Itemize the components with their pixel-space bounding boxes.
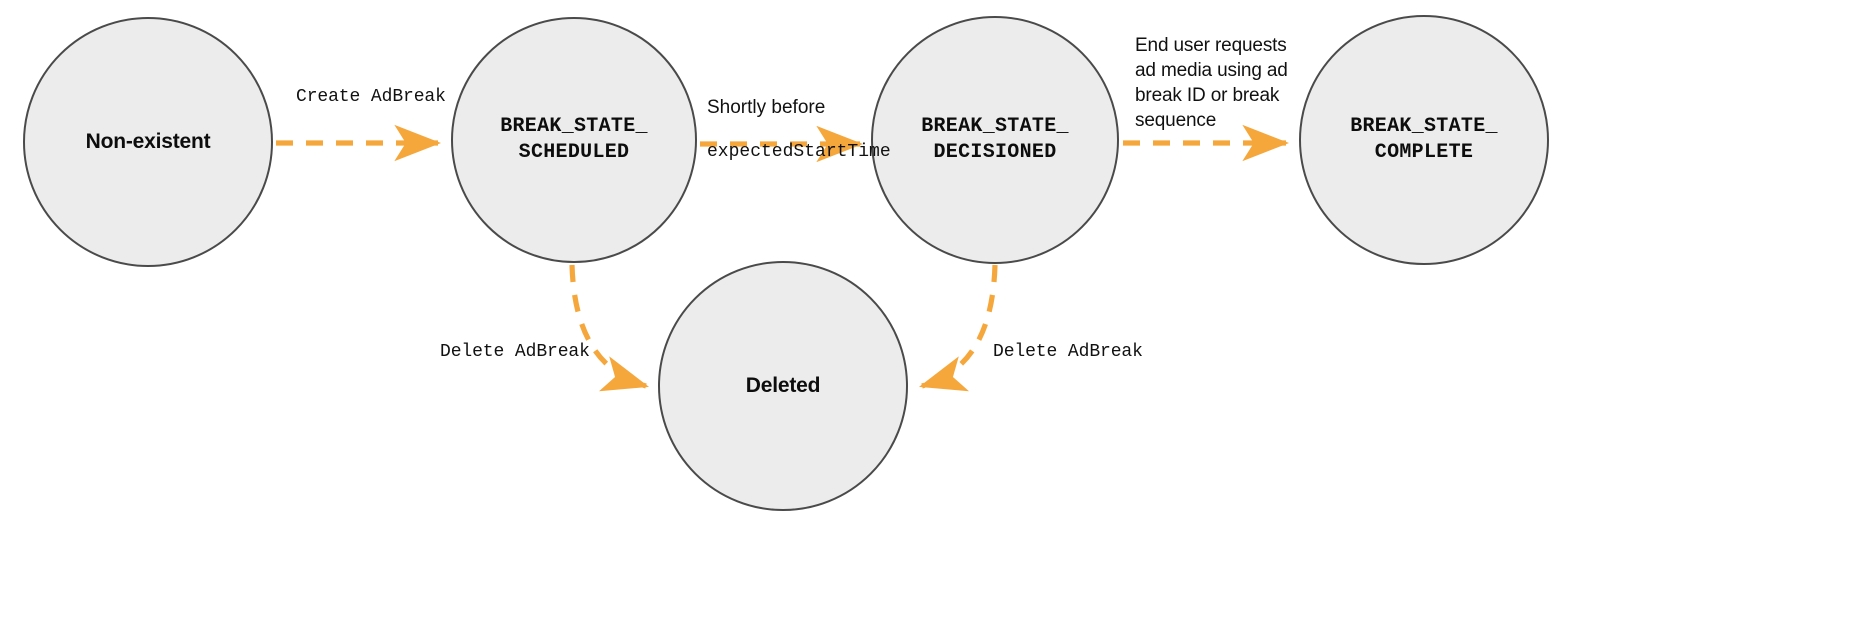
edge-delete-adbreak-from-decisioned <box>919 264 998 392</box>
edge-label-delete-adbreak-from-scheduled: Delete AdBreak <box>440 342 590 362</box>
state-node-break-state-complete[interactable]: BREAK_STATE_ COMPLETE <box>1299 15 1549 265</box>
edge-label-delete-adbreak-from-decisioned: Delete AdBreak <box>993 342 1143 362</box>
edge-label-line-1: Shortly before <box>707 97 826 119</box>
state-node-label: Non-existent <box>85 129 211 153</box>
edge-label-create-adbreak: Create AdBreak <box>296 87 446 107</box>
state-node-label: BREAK_STATE_ COMPLETE <box>1350 114 1498 164</box>
edge-label-line-2: expectedStartTime <box>707 142 891 163</box>
edge-label-end-user-requests-ad-media: End user requests ad media using ad brea… <box>1135 35 1288 132</box>
state-node-non-existent[interactable]: Non-existent <box>23 17 273 267</box>
state-node-label: BREAK_STATE_ SCHEDULED <box>500 114 648 164</box>
state-node-label: Deleted <box>745 373 821 397</box>
edge-delete-adbreak-from-scheduled <box>569 264 649 392</box>
edge-label-shortly-before-expected-start-time: Shortly before expectedStartTime <box>707 74 891 165</box>
state-node-break-state-scheduled[interactable]: BREAK_STATE_ SCHEDULED <box>451 17 697 263</box>
state-node-break-state-decisioned[interactable]: BREAK_STATE_ DECISIONED <box>871 16 1119 264</box>
state-node-deleted[interactable]: Deleted <box>658 261 908 511</box>
state-node-label: BREAK_STATE_ DECISIONED <box>921 114 1069 164</box>
